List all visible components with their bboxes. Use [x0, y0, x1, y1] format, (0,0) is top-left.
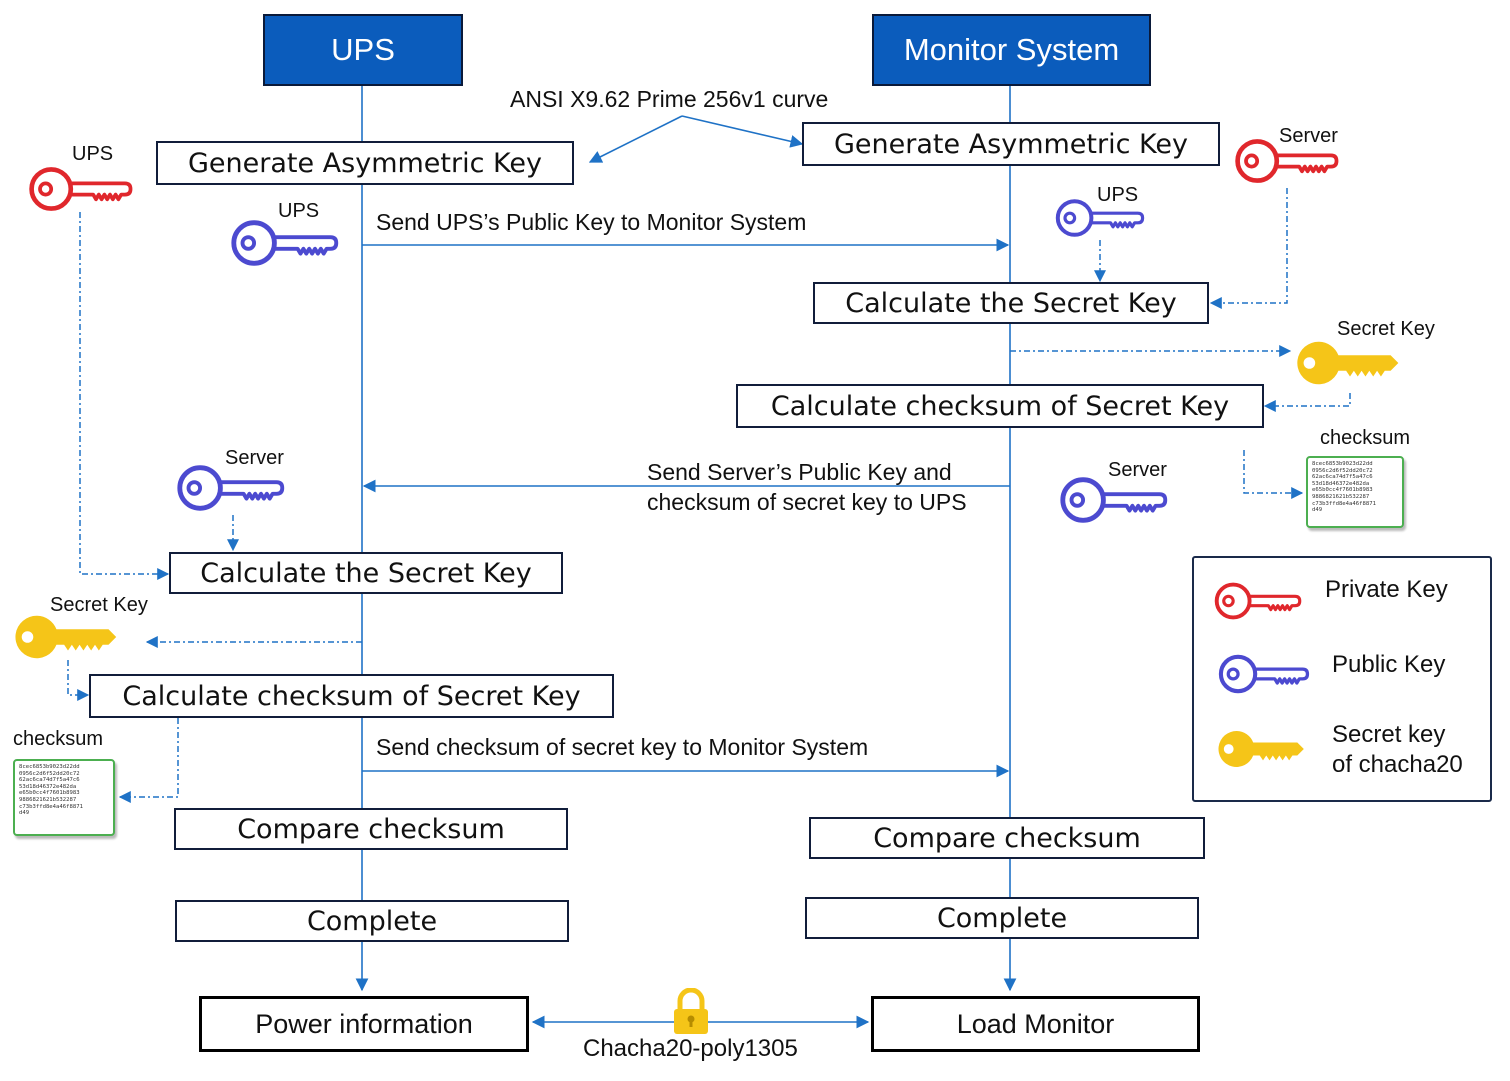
ups-generate-key-step: Generate Asymmetric Key: [156, 141, 574, 185]
curve-note: ANSI X9.62 Prime 256v1 curve: [510, 86, 829, 112]
monitor-calc-secret-step: Calculate the Secret Key: [813, 282, 1209, 324]
dash-secret-left-to-checksum-step: [67, 660, 90, 701]
legend-secret-label-1: Secret key: [1332, 721, 1446, 748]
legend-public-label: Public Key: [1332, 651, 1446, 678]
ups-public-key-received-label: UPS: [1097, 184, 1139, 206]
msg-ups-pub-label: Send UPS’s Public Key to Monitor System: [376, 209, 807, 235]
legend-private-label: Private Key: [1325, 576, 1448, 603]
server-private-key-icon: [1235, 139, 1339, 183]
dash-ups-private-to-calc: [79, 212, 170, 580]
dash-checksum-step-to-doc-right: [1243, 450, 1304, 499]
curve-arrow-right: [681, 115, 804, 148]
dash-checksum-step-to-doc-left: [118, 718, 179, 803]
secret-key-right-icon: [1297, 341, 1399, 385]
ups-public-key-received-icon: [1055, 199, 1145, 237]
ups-complete-step: Complete: [175, 900, 569, 942]
lock-icon: [674, 988, 708, 1034]
legend-secret-label-2: of chacha20: [1332, 751, 1463, 778]
server-public-key-right-label: Server: [1108, 459, 1167, 481]
dash-server-private-to-calc: [1209, 188, 1288, 309]
secret-key-right-label: Secret Key: [1337, 318, 1435, 340]
checksum-right-label: checksum: [1320, 427, 1411, 449]
monitor-calc-checksum-step: Calculate checksum of Secret Key: [736, 384, 1264, 428]
ups-compare-step: Compare checksum: [174, 808, 568, 850]
msg-server-pub-label-2: checksum of secret key to UPS: [647, 489, 967, 515]
ups-public-key-icon: [231, 220, 339, 266]
cipher-label: Chacha20-poly1305: [583, 1035, 798, 1062]
ups-public-key-label: UPS: [278, 200, 320, 222]
ups-header: UPS: [263, 14, 463, 86]
ups-calc-secret-step: Calculate the Secret Key: [169, 552, 563, 594]
legend-private-key-icon: [1214, 582, 1302, 620]
legend-public-key-icon: [1218, 654, 1310, 694]
server-public-key-left-icon: [177, 465, 285, 511]
msg-server-pub-label-1: Send Server’s Public Key and: [647, 459, 952, 485]
ups-calc-checksum-step: Calculate checksum of Secret Key: [89, 674, 614, 718]
server-public-key-right-icon: [1060, 477, 1168, 523]
ups-private-key-label: UPS: [72, 143, 114, 165]
legend: Private Key Public Key Secret key of cha…: [1192, 556, 1492, 802]
msg-checksum-label: Send checksum of secret key to Monitor S…: [376, 734, 869, 760]
ups-private-key-icon: [29, 167, 133, 211]
server-public-key-left-label: Server: [225, 447, 284, 469]
monitor-system-header: Monitor System: [872, 14, 1151, 86]
load-monitor-box: Load Monitor: [871, 996, 1200, 1052]
monitor-compare-step: Compare checksum: [809, 817, 1205, 859]
checksum-document-left: 8cec6853b9023d22dd 0956c2d6f52dd20c72 62…: [13, 759, 115, 836]
curve-arrow-left: [588, 115, 683, 163]
checksum-left-label: checksum: [13, 728, 104, 750]
server-private-key-label: Server: [1279, 125, 1338, 147]
monitor-generate-key-step: Generate Asymmetric Key: [802, 122, 1220, 166]
power-information-box: Power information: [199, 996, 529, 1052]
checksum-document-right: 8cec6853b9023d22dd 0956c2d6f52dd20c72 62…: [1306, 456, 1404, 528]
dash-secret-right-to-checksum-step: [1263, 393, 1351, 412]
monitor-complete-step: Complete: [805, 897, 1199, 939]
secret-key-left-icon: [15, 615, 117, 659]
legend-secret-key-icon: [1218, 731, 1304, 767]
secret-key-left-label: Secret Key: [50, 594, 148, 616]
